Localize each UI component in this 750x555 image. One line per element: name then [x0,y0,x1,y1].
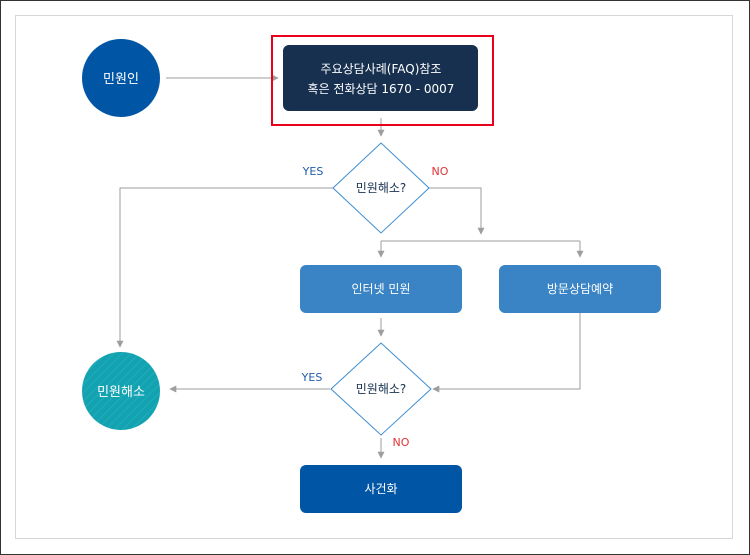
connectors [116,74,584,459]
connector-decision1-no [429,187,485,235]
complainant-label: 민원인 [103,72,139,87]
visit-reservation-label: 방문상담예약 [547,281,613,296]
case-label: 사건화 [364,482,397,496]
no-label-2: NO [393,436,410,449]
connector-decision1-yes [116,187,333,348]
yes-label-2: YES [301,371,323,384]
highlight-frame [271,35,494,126]
diagram-panel [15,15,733,539]
decision-2-label: 민원해소? [356,382,407,396]
faq-line-1: 주요상담사례(FAQ)참조 [321,62,442,76]
yes-label-1: YES [302,165,324,178]
online-complaint-node: 인터넷 민원 [300,265,462,313]
connector-visit-to-decision2 [432,313,581,393]
decision-1-label: 민원해소? [356,181,407,195]
faq-line-2: 혹은 전화상담 1670 - 0007 [308,82,455,96]
resolved-label: 민원해소 [97,385,145,400]
visit-reservation-node: 방문상담예약 [499,265,661,313]
decision-node-2: 민원해소? [330,342,432,436]
faq-node: 주요상담사례(FAQ)참조 혹은 전화상담 1670 - 0007 [283,45,478,111]
no-label-1: NO [432,165,449,178]
decision-node-1: 민원해소? [332,142,430,234]
resolved-node: 민원해소 [82,352,160,430]
complainant-node: 민원인 [82,39,160,117]
online-complaint-label: 인터넷 민원 [351,282,410,296]
case-node: 사건화 [300,465,462,513]
